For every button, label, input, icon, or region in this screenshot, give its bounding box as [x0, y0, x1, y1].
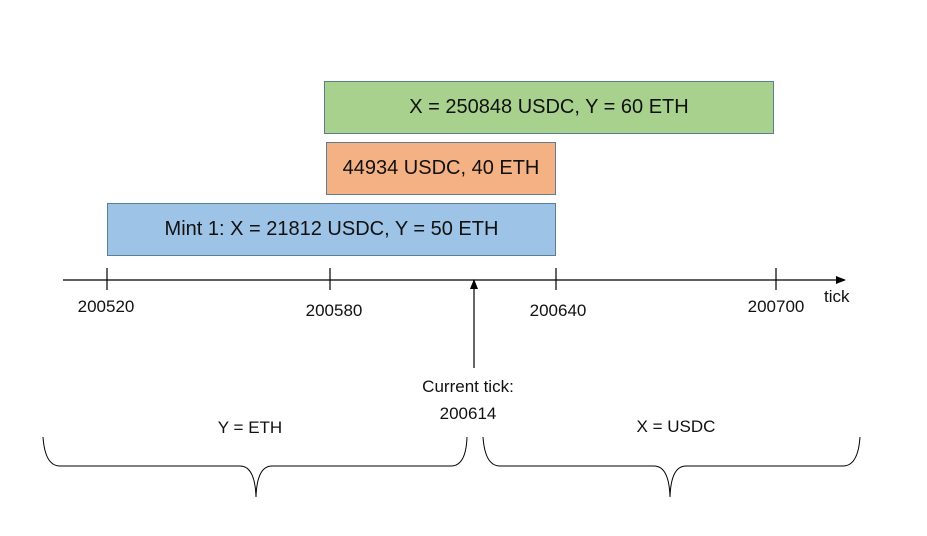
right-brace: [482, 436, 861, 498]
tick-label-200640: 200640: [529, 301, 587, 320]
range-box-orange: 44934 USDC, 40 ETH: [326, 142, 556, 195]
current-tick-label: Current tick: 200614: [422, 373, 514, 427]
current-tick-value: 200614: [439, 404, 497, 423]
right-brace-label: X = USDC: [636, 417, 716, 436]
tick-label-200520: 200520: [77, 297, 135, 316]
left-brace-label: Y = ETH: [217, 418, 283, 437]
left-brace: [42, 436, 468, 498]
axis-label: tick: [824, 287, 850, 306]
range-box-green: X = 250848 USDC, Y = 60 ETH: [324, 81, 774, 134]
current-tick-caption: Current tick:: [422, 377, 514, 396]
tick-label-200580: 200580: [305, 301, 363, 320]
tick-label-200700: 200700: [747, 297, 805, 316]
range-box-blue: Mint 1: X = 21812 USDC, Y = 50 ETH: [107, 203, 556, 256]
